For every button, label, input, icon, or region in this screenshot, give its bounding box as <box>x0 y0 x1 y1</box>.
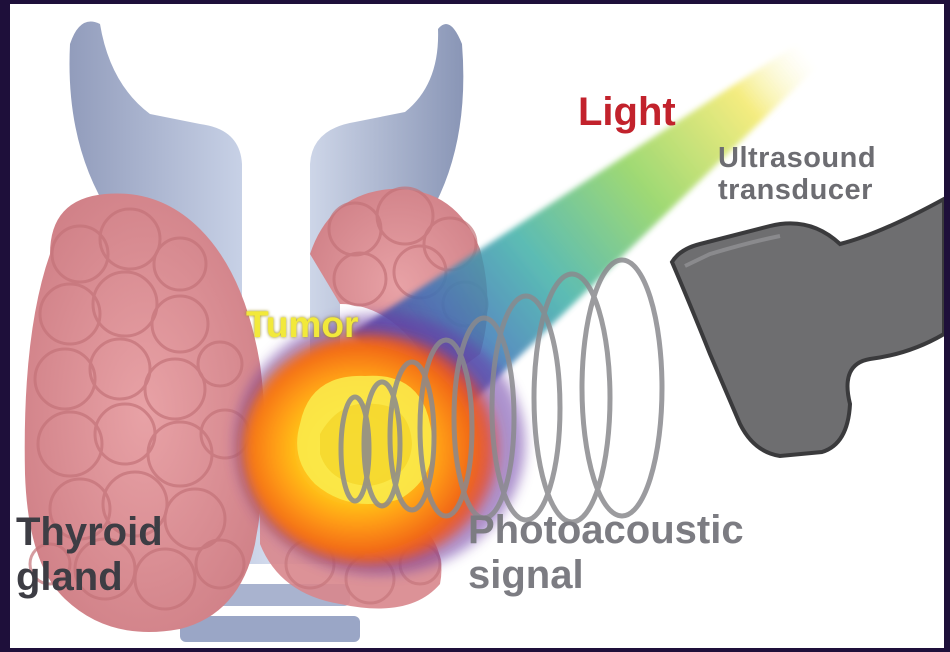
thyroid-gland-label: Thyroid gland <box>16 510 163 600</box>
diagram-canvas: Light Ultrasound transducer Tumor Thyroi… <box>10 4 944 648</box>
ultrasound-transducer-label: Ultrasound transducer <box>718 142 876 207</box>
light-label: Light <box>578 90 676 135</box>
photoacoustic-signal-label: Photoacoustic signal <box>468 508 744 598</box>
tumor-label: Tumor <box>246 304 358 345</box>
ultrasound-transducer <box>672 199 944 456</box>
